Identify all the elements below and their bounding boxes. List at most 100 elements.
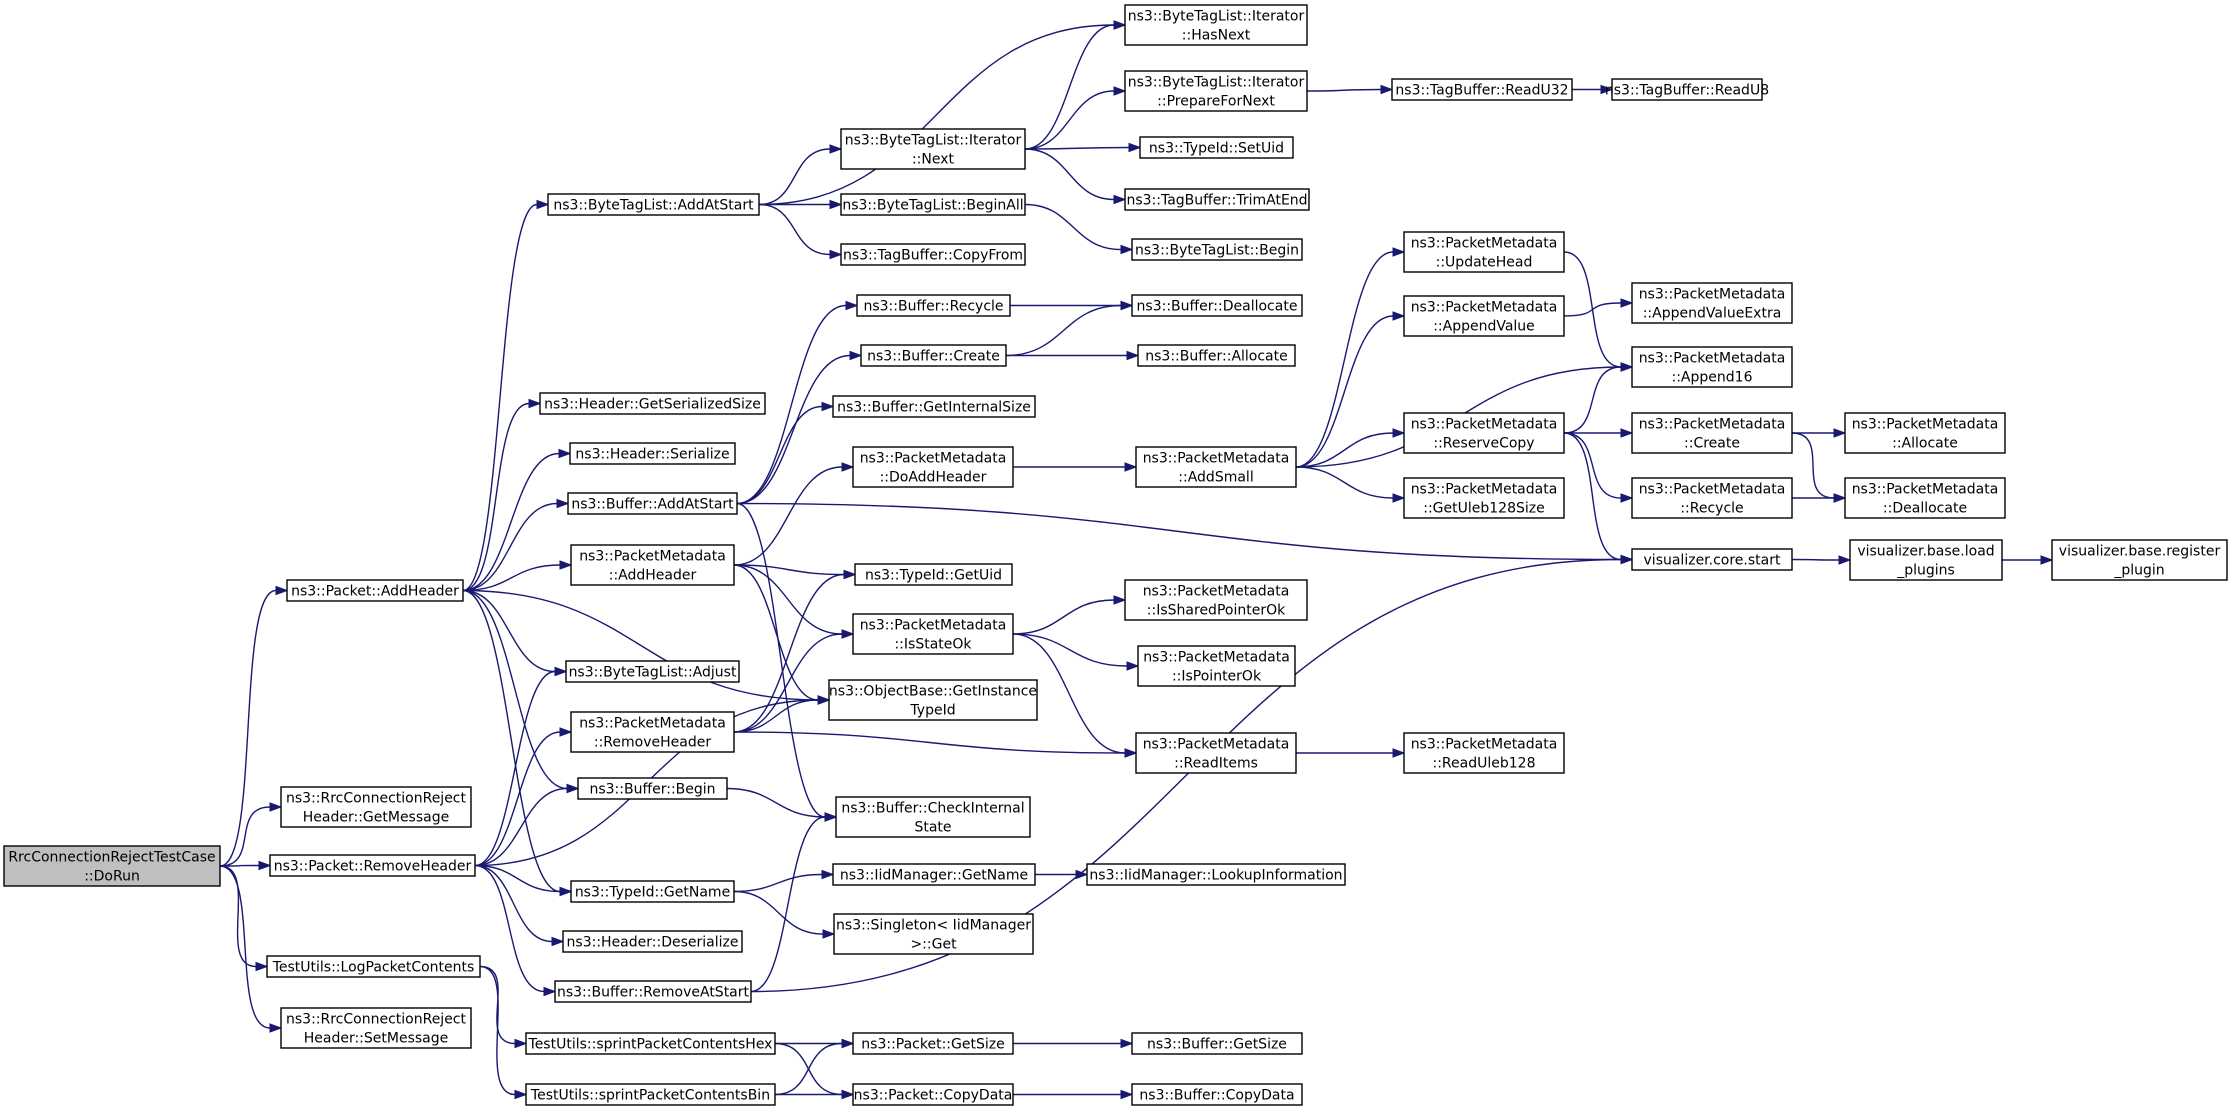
node-pm-ispointer[interactable]: ns3::PacketMetadata::IsPointerOk — [1137, 645, 1296, 687]
node-btl-addatstart[interactable]: ns3::ByteTagList::AddAtStart — [547, 193, 760, 216]
node-pm-deallocate[interactable]: ns3::PacketMetadata::Deallocate — [1844, 477, 2006, 519]
node-btl-beginall[interactable]: ns3::ByteTagList::BeginAll — [840, 193, 1026, 216]
node-hdr-serialize[interactable]: ns3::Header::Serialize — [569, 442, 736, 465]
node-tb-readu32[interactable]: ns3::TagBuffer::ReadU32 — [1391, 78, 1573, 101]
nodes-layer: RrcConnectionRejectTestCase::DoRunns3::R… — [3, 4, 2228, 1106]
node-pkt-copydata[interactable]: ns3::Packet::CopyData — [852, 1083, 1014, 1106]
node-pm-removeheader[interactable]: ns3::PacketMetadata::RemoveHeader — [570, 711, 735, 753]
node-pm-addheader[interactable]: ns3::PacketMetadata::AddHeader — [570, 544, 735, 586]
node-label: TestUtils::sprintPacketContentsHex — [528, 1037, 773, 1053]
edge-tid-getname-to-singleton-get — [733, 890, 824, 935]
node-viz-core-start[interactable]: visualizer.core.start — [1631, 548, 1793, 571]
node-buf-begin[interactable]: ns3::Buffer::Begin — [577, 777, 728, 800]
node-pkt-removeheader[interactable]: ns3::Packet::RemoveHeader — [269, 854, 476, 877]
node-label: ns3::PacketMetadata — [1143, 650, 1290, 666]
arrowhead — [556, 498, 570, 509]
node-getmsg[interactable]: ns3::RrcConnectionRejectHeader::GetMessa… — [280, 786, 472, 828]
node-label: ::Deallocate — [1883, 501, 1967, 517]
node-hdr-getsersize[interactable]: ns3::Header::GetSerializedSize — [539, 392, 766, 415]
arrowhead — [829, 144, 843, 154]
node-pm-addsmall[interactable]: ns3::PacketMetadata::AddSmall — [1135, 446, 1297, 488]
node-iid-lookup[interactable]: ns3::IidManager::LookupInformation — [1086, 863, 1346, 886]
node-btl-iter-preparefornext[interactable]: ns3::ByteTagList::Iterator::PrepareForNe… — [1124, 70, 1308, 112]
node-tid-getuid[interactable]: ns3::TypeId::GetUid — [854, 563, 1013, 586]
node-box — [832, 863, 1036, 886]
node-label: ns3::IidManager::GetName — [840, 868, 1028, 884]
arrowhead — [821, 869, 835, 880]
arrowhead — [1392, 748, 1406, 758]
node-sprint-hex[interactable]: TestUtils::sprintPacketContentsHex — [525, 1032, 776, 1055]
node-label: ns3::PacketMetadata — [579, 716, 726, 732]
node-pkt-getsize[interactable]: ns3::Packet::GetSize — [852, 1032, 1014, 1055]
node-tid-getname[interactable]: ns3::TypeId::GetName — [570, 880, 735, 903]
node-pm-updatehead[interactable]: ns3::PacketMetadata::UpdateHead — [1403, 231, 1565, 273]
node-tid-setuid[interactable]: ns3::TypeId::SetUid — [1139, 136, 1294, 159]
node-label: TypeId — [909, 703, 955, 719]
node-viz-base-register[interactable]: visualizer.base.register_plugin — [2051, 539, 2228, 581]
node-buf-allocate[interactable]: ns3::Buffer::Allocate — [1137, 344, 1296, 367]
node-pm-reservecopy[interactable]: ns3::PacketMetadata::ReserveCopy — [1403, 412, 1565, 454]
node-pm-getuleb128size[interactable]: ns3::PacketMetadata::GetUleb128Size — [1403, 477, 1565, 519]
node-buf-getinternalsize[interactable]: ns3::Buffer::GetInternalSize — [832, 395, 1036, 418]
node-buf-getsize[interactable]: ns3::Buffer::GetSize — [1131, 1032, 1303, 1055]
node-box — [860, 344, 1007, 367]
node-buf-create[interactable]: ns3::Buffer::Create — [860, 344, 1007, 367]
node-buf-copydata[interactable]: ns3::Buffer::CopyData — [1131, 1083, 1303, 1106]
node-box — [567, 492, 738, 515]
node-label: visualizer.base.load — [1857, 544, 1994, 560]
node-pm-allocate[interactable]: ns3::PacketMetadata::Allocate — [1844, 412, 2006, 454]
node-pm-recycle[interactable]: ns3::PacketMetadata::Recycle — [1631, 477, 1793, 519]
node-label: ns3::TagBuffer::TrimAtEnd — [1126, 193, 1307, 209]
edge-root-to-pkt-addheader — [219, 589, 277, 867]
node-root[interactable]: RrcConnectionRejectTestCase::DoRun — [3, 845, 221, 887]
node-btl-adjust[interactable]: ns3::ByteTagList::Adjust — [565, 660, 740, 683]
node-pm-create[interactable]: ns3::PacketMetadata::Create — [1631, 412, 1793, 454]
node-viz-base-load[interactable]: visualizer.base.load_plugins — [1849, 539, 2003, 581]
node-btl-iter-hasnext[interactable]: ns3::ByteTagList::Iterator::HasNext — [1124, 4, 1308, 46]
node-tb-readu8[interactable]: ns3::TagBuffer::ReadU8 — [1605, 78, 1769, 101]
node-setmsg[interactable]: ns3::RrcConnectionRejectHeader::SetMessa… — [280, 1007, 472, 1049]
node-tb-copyfrom[interactable]: ns3::TagBuffer::CopyFrom — [840, 243, 1026, 266]
node-label: ns3::PacketMetadata — [1852, 482, 1999, 498]
node-label: ns3::PacketMetadata — [1411, 417, 1558, 433]
arrowhead — [255, 961, 269, 972]
node-box — [856, 294, 1011, 317]
node-logpkt[interactable]: TestUtils::LogPacketContents — [266, 955, 481, 978]
node-box — [562, 930, 743, 953]
arrowhead — [1124, 748, 1138, 758]
node-label: ns3::ByteTagList::AddAtStart — [553, 198, 754, 214]
node-singleton-get[interactable]: ns3::Singleton< IidManager>::Get — [833, 913, 1034, 955]
node-pm-readitems[interactable]: ns3::PacketMetadata::ReadItems — [1135, 732, 1297, 774]
edge-pkt-removeheader-to-tid-getname — [474, 864, 561, 893]
node-sprint-bin[interactable]: TestUtils::sprintPacketContentsBin — [525, 1083, 776, 1106]
node-hdr-deserialize[interactable]: ns3::Header::Deserialize — [562, 930, 743, 953]
node-pkt-addheader[interactable]: ns3::Packet::AddHeader — [286, 579, 464, 602]
node-label: ns3::ByteTagList::Iterator — [845, 133, 1022, 149]
node-label: ::ReadUleb128 — [1433, 756, 1536, 772]
node-box — [1844, 412, 2006, 454]
node-pm-appendvalueextra[interactable]: ns3::PacketMetadata::AppendValueExtra — [1631, 282, 1793, 324]
arrowhead — [841, 629, 855, 639]
arrowhead — [1833, 493, 1847, 503]
node-pm-isstateok[interactable]: ns3::PacketMetadata::IsStateOk — [852, 613, 1014, 655]
node-box — [570, 544, 735, 586]
edge-pm-removeheader-to-pm-readitems — [733, 731, 1126, 754]
node-buf-removeatstart[interactable]: ns3::Buffer::RemoveAtStart — [554, 980, 752, 1003]
node-buf-recycle[interactable]: ns3::Buffer::Recycle — [856, 294, 1011, 317]
node-buf-addatstart[interactable]: ns3::Buffer::AddAtStart — [567, 492, 738, 515]
node-box — [2051, 539, 2228, 581]
node-label: ns3::Packet::CopyData — [854, 1088, 1013, 1104]
node-pm-appendvalue[interactable]: ns3::PacketMetadata::AppendValue — [1403, 295, 1565, 337]
node-iid-getname[interactable]: ns3::IidManager::GetName — [832, 863, 1036, 886]
node-btl-iter-next[interactable]: ns3::ByteTagList::Iterator::Next — [840, 128, 1026, 170]
node-pm-doaddheader[interactable]: ns3::PacketMetadata::DoAddHeader — [852, 446, 1014, 488]
node-pm-readuleb128[interactable]: ns3::PacketMetadata::ReadUleb128 — [1403, 732, 1565, 774]
node-btl-begin[interactable]: ns3::ByteTagList::Begin — [1131, 238, 1303, 261]
node-pm-isshared[interactable]: ns3::PacketMetadata::IsSharedPointerOk — [1124, 579, 1308, 621]
node-pm-append16[interactable]: ns3::PacketMetadata::Append16 — [1631, 346, 1793, 388]
node-tb-trimatend[interactable]: ns3::TagBuffer::TrimAtEnd — [1124, 188, 1310, 211]
node-buf-deallocate[interactable]: ns3::Buffer::Deallocate — [1131, 294, 1303, 317]
